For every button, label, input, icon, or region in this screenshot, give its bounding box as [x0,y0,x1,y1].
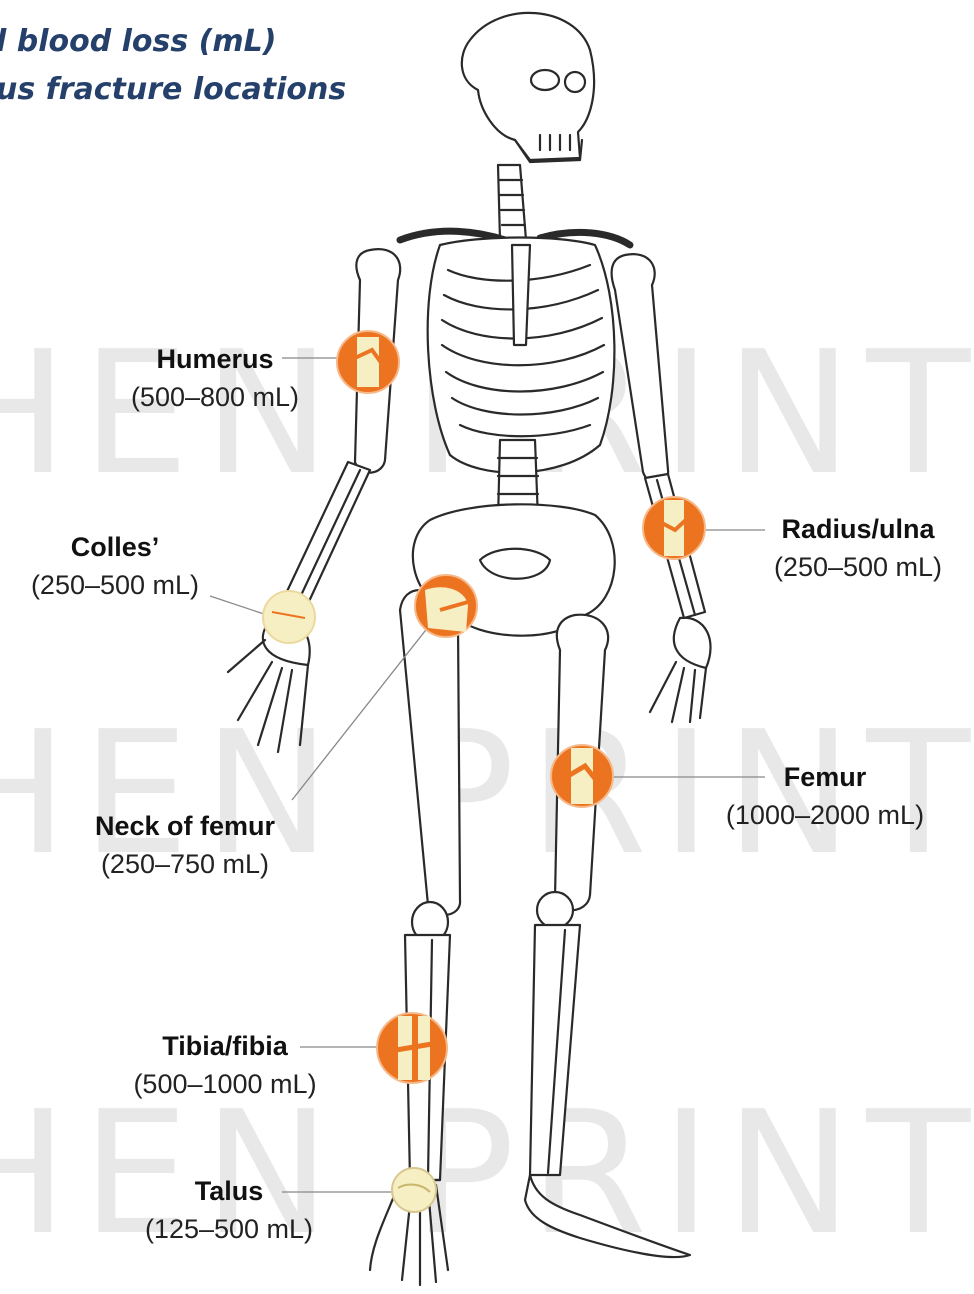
label-tibia-fibia: Tibia/fibia (500–1000 mL) [100,1027,350,1103]
label-neck-of-femur: Neck of femur (250–750 mL) [55,807,315,883]
label-talus-name: Talus [104,1172,354,1210]
label-colles-name: Colles’ [0,528,240,566]
cervical-spine [498,165,526,240]
label-radius-ulna-range: (250–500 mL) [738,548,974,586]
label-radius-ulna-name: Radius/ulna [738,510,974,548]
label-humerus-name: Humerus [90,340,340,378]
tibia-right [530,925,580,1175]
label-humerus-range: (500–800 mL) [90,378,340,416]
figure-title-line-1: l blood loss (mL) [0,24,276,59]
label-femur-name: Femur [700,758,950,796]
label-femur: Femur (1000–2000 mL) [700,758,950,834]
label-neck-of-femur-name: Neck of femur [55,807,315,845]
label-tibia-fibia-name: Tibia/fibia [100,1027,350,1065]
fracture-marker-talus [392,1168,436,1212]
fracture-marker-humerus [337,331,399,393]
figure-title-line-2: us fracture locations [0,72,346,107]
femur-left [400,589,461,915]
label-colles-range: (250–500 mL) [0,566,240,604]
label-tibia-fibia-range: (500–1000 mL) [100,1065,350,1103]
label-colles: Colles’ (250–500 mL) [0,528,240,604]
label-humerus: Humerus (500–800 mL) [90,340,340,416]
forearm-left [282,462,370,610]
label-femur-range: (1000–2000 mL) [700,796,950,834]
label-talus-range: (125–500 mL) [104,1210,354,1248]
fracture-marker-tibia [377,1013,447,1083]
foot-right [525,1175,690,1257]
humerus-right [612,254,669,483]
fracture-marker-radius [643,497,705,559]
label-talus: Talus (125–500 mL) [104,1172,354,1248]
label-neck-of-femur-range: (250–750 mL) [55,845,315,883]
sternum [512,245,530,345]
fracture-marker-colles [263,591,315,643]
patella-right [537,892,573,928]
hand-right [650,618,711,722]
label-radius-ulna: Radius/ulna (250–500 mL) [738,510,974,586]
fracture-marker-femur [551,745,613,807]
fracture-marker-neck-of-femur [415,575,477,637]
